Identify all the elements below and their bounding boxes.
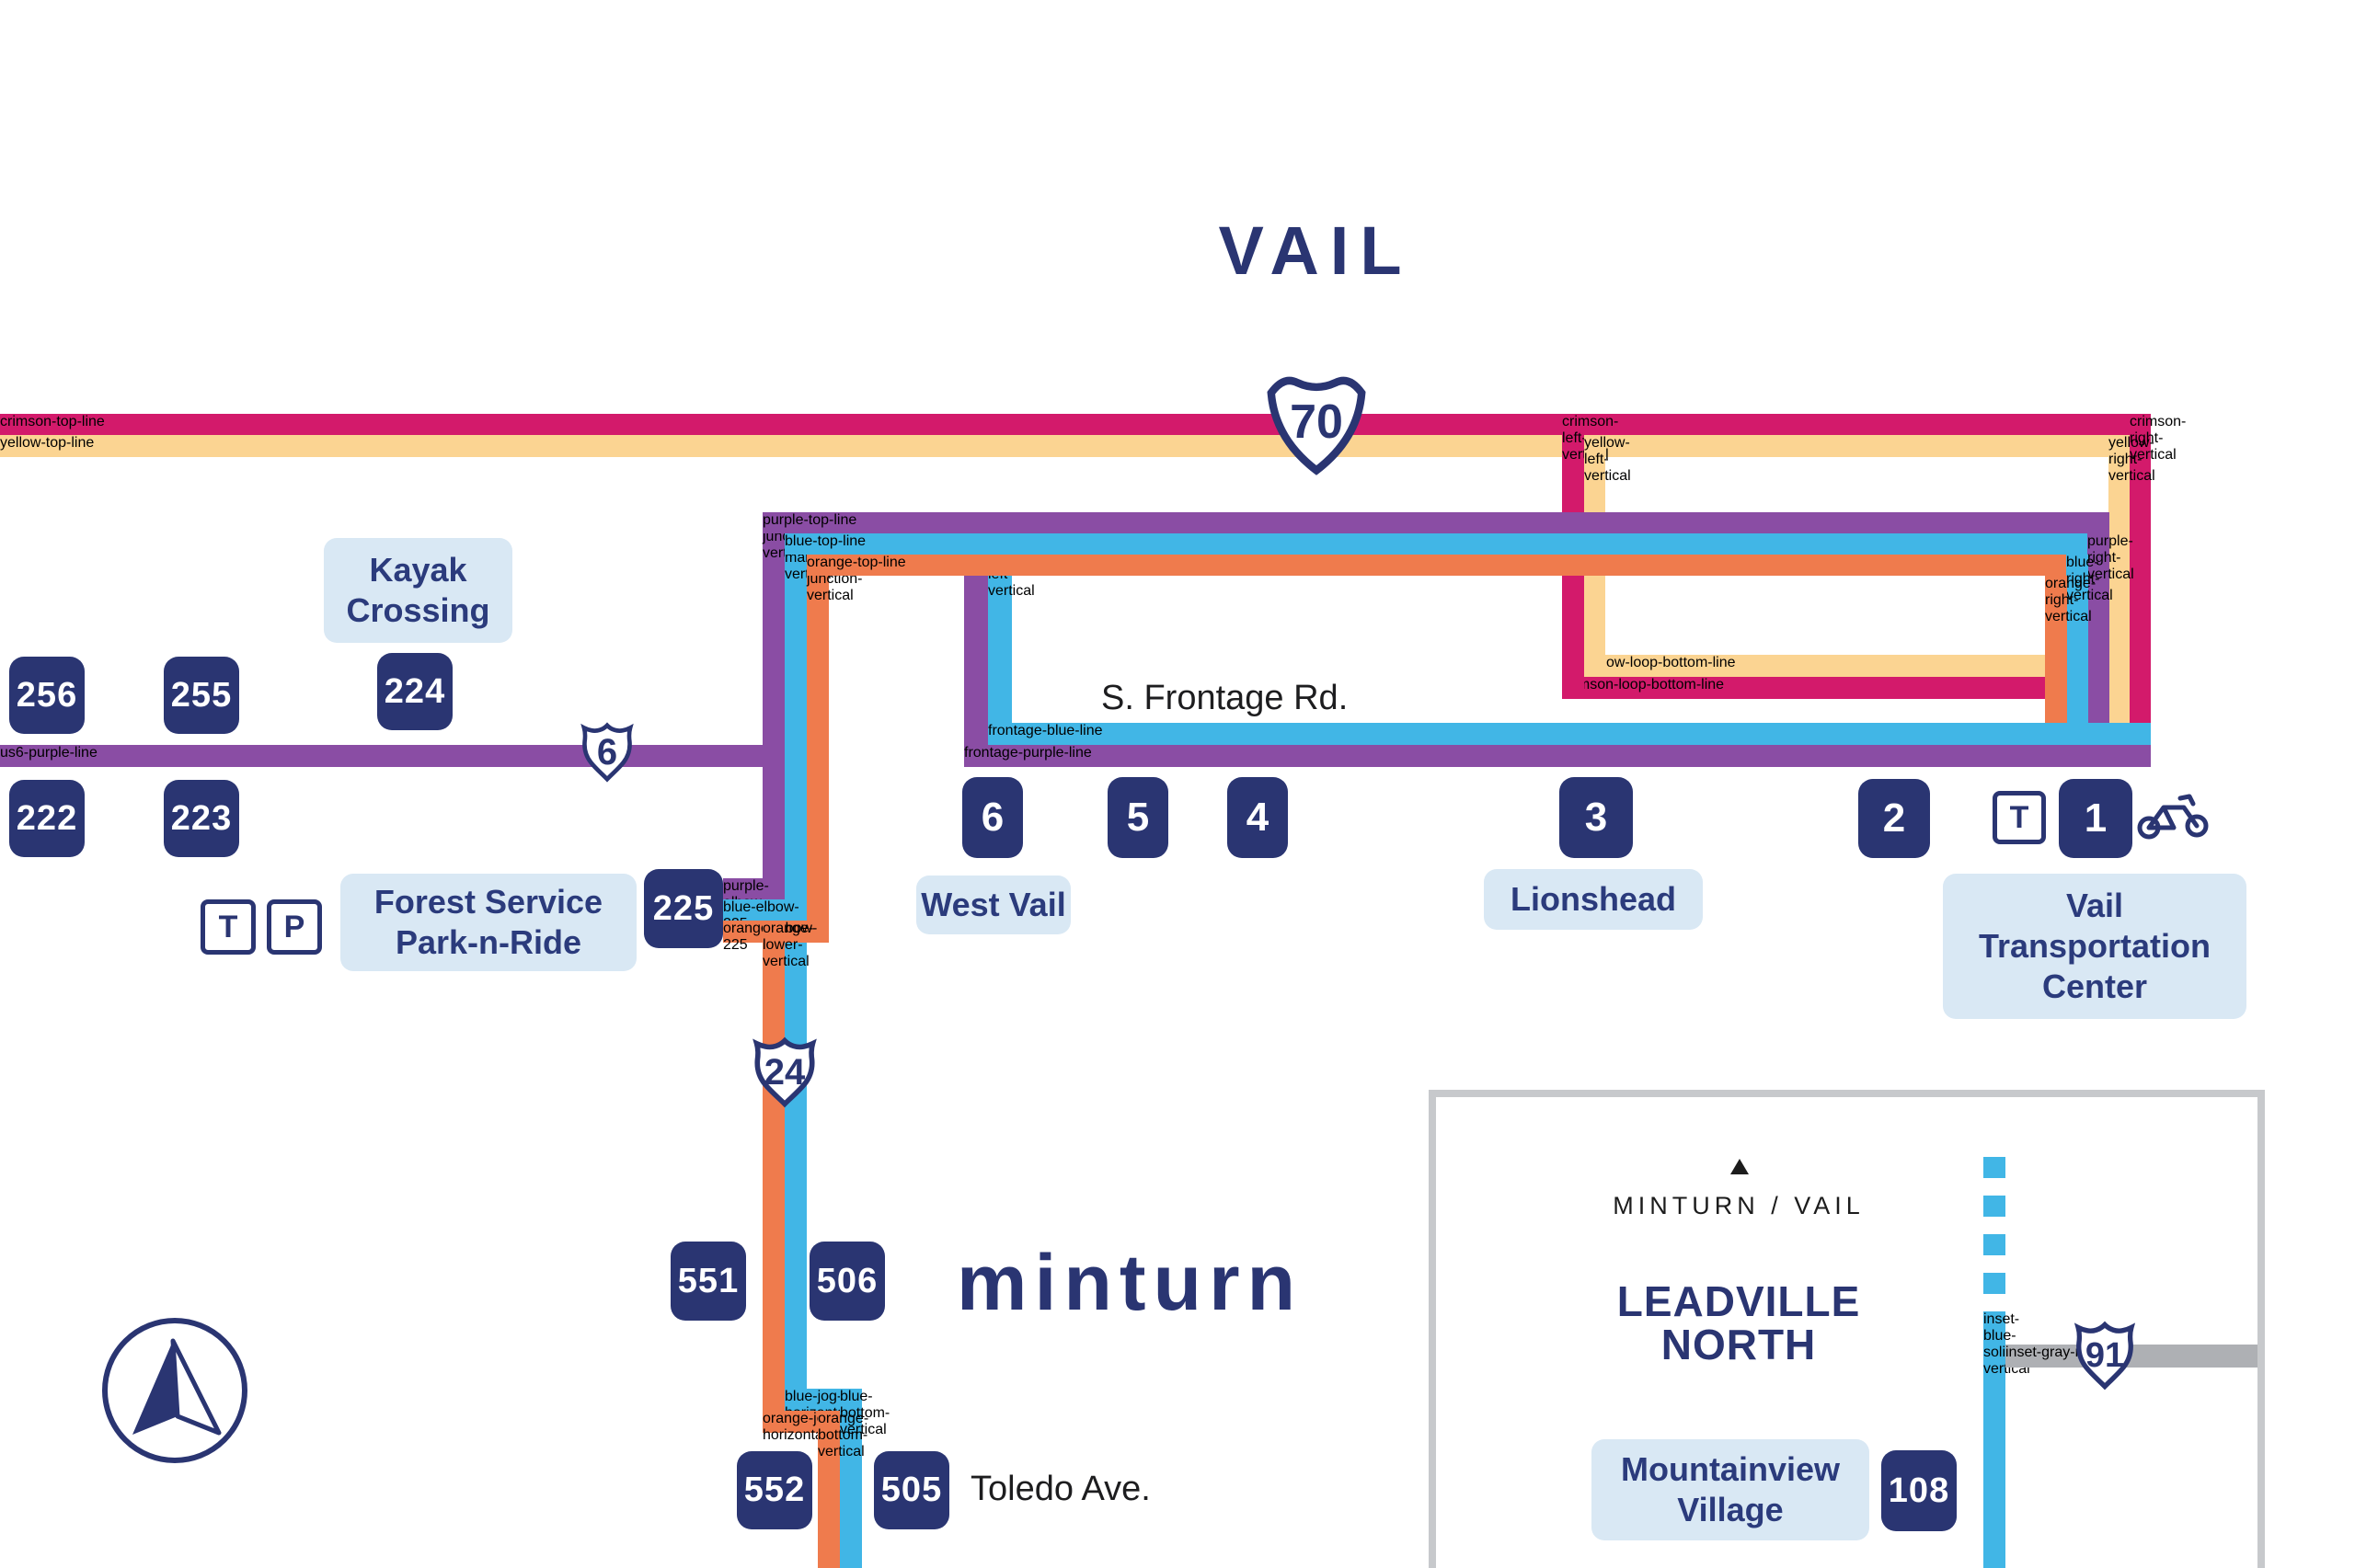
purple-top-line: purple-top-line [763,512,2109,533]
kayak-crossing-label-line2: Crossing [346,591,490,629]
vail-transportation-center-label-line2: Transportation [1978,927,2211,965]
orange-bottom-vertical: orange-bottom-vertical [818,1411,868,1568]
stop-badge-225: 225 [644,869,723,948]
vail-town-title: VAIL [1218,212,1413,289]
inset-blue-dash [1983,1157,2005,1178]
blue-main-vertical: blue-main-vertical [785,533,832,1411]
purple-elbow-225: purple-elbow-225 [723,878,785,927]
inset-blue-dash [1983,1273,2005,1294]
lionshead-label-line1: Lionshead [1510,880,1677,918]
us6-purple-line: us6-purple-line [0,745,785,767]
blue-elbow-225: blue-elbow-225 [723,899,807,932]
stop-badge-4: 4 [1227,777,1288,858]
yellow-loop-bottom-line: yellow-loop-bottom-line [1584,655,2108,677]
us-24-shield-number: 24 [764,1051,806,1093]
compass-north-icon [99,1315,250,1471]
stop-badge-6: 6 [962,777,1023,858]
mountainview-village-label-line2: Village [1677,1491,1784,1528]
us-6-shield-number: 6 [596,731,618,773]
s-frontage-rd-label: S. Frontage Rd. [1101,679,1349,717]
yellow-top-line: yellow-top-line [0,435,2130,457]
transit-icon-vtc: T [1993,791,2046,844]
lionshead-label: Lionshead [1484,869,1703,930]
stop-badge-505: 505 [874,1451,949,1529]
orange-junction-vertical: orange-junction-vertical [807,555,862,943]
stop-badge-1: 1 [2059,779,2132,858]
orange-lower-vertical: orange-lower-vertical [763,921,813,1433]
kayak-crossing-label-line1: Kayak [369,551,467,589]
minturn-town-title: minturn [957,1239,1304,1327]
mountainview-village-label-line1: Mountainview [1620,1450,1840,1488]
stop-badge-222: 222 [9,780,85,857]
west-vail-label: West Vail [916,876,1071,934]
inset-blue-dash [1983,1234,2005,1255]
orange-right-vertical: orange-right-vertical [2045,576,2096,724]
stop-badge-255: 255 [164,657,239,734]
stop-badge-5: 5 [1108,777,1168,858]
stop-badge-108: 108 [1881,1450,1957,1531]
stop-badge-3: 3 [1559,777,1633,858]
stop-badge-224: 224 [377,653,453,730]
i-70-shield-number: 70 [1290,395,1343,449]
north-direction-triangle-icon [1730,1159,1749,1174]
crimson-top-line: crimson-top-line [0,414,2151,435]
orange-top-line: orange-top-line [807,555,2067,576]
blue-top-line: blue-top-line [785,533,2088,555]
i-70-shield: 70 [1261,366,1372,478]
inset-title-line2: NORTH [1660,1321,1817,1368]
stop-badge-552: 552 [737,1451,812,1529]
stop-badge-551: 551 [671,1242,746,1321]
vail-transportation-center-label-line3: Center [2041,967,2148,1005]
us-91-shield-number: 91 [2085,1335,2125,1375]
purple-junction-vertical: purple-junction-vertical [763,512,818,900]
inset-destination-text: MINTURN / VAIL [1613,1192,1865,1219]
crimson-right-vertical: crimson-right-vertical [2130,414,2186,724]
us-6-shield: 6 [577,721,638,784]
forest-service-label-line2: Park-n-Ride [395,923,582,961]
stop-badge-223: 223 [164,780,239,857]
frontage-purple-line: frontage-purple-line [964,745,2151,767]
blue-right-vertical: blue-right-vertical [2066,555,2113,745]
stop-badge-2: 2 [1858,779,1930,858]
stop-badge-506: 506 [810,1242,885,1321]
us-24-shield: 24 [748,1036,821,1109]
vail-transportation-center-label-line1: Vail [2065,887,2124,924]
blue-bottom-vertical: blue-bottom-vertical [840,1389,890,1568]
parking-icon-park-n-ride: P [267,899,322,955]
west-vail-label-line1: West Vail [921,886,1066,923]
frontage-blue-line: frontage-blue-line [988,723,2151,745]
stop-badge-256: 256 [9,657,85,734]
inset-title-line1: LEADVILLE [1616,1277,1861,1325]
yellow-right-vertical: yellow-right-vertical [2108,435,2155,724]
transit-icon-park-n-ride: T [201,899,256,955]
leadville-inset-box [1429,1090,2265,1568]
bike-trail-icon [2136,789,2211,845]
toledo-ave-label: Toledo Ave. [971,1470,1151,1508]
inset-blue-dash [1983,1196,2005,1217]
us-91-shield: 91 [2070,1320,2140,1391]
forest-service-label-line1: Forest Service [373,883,603,921]
